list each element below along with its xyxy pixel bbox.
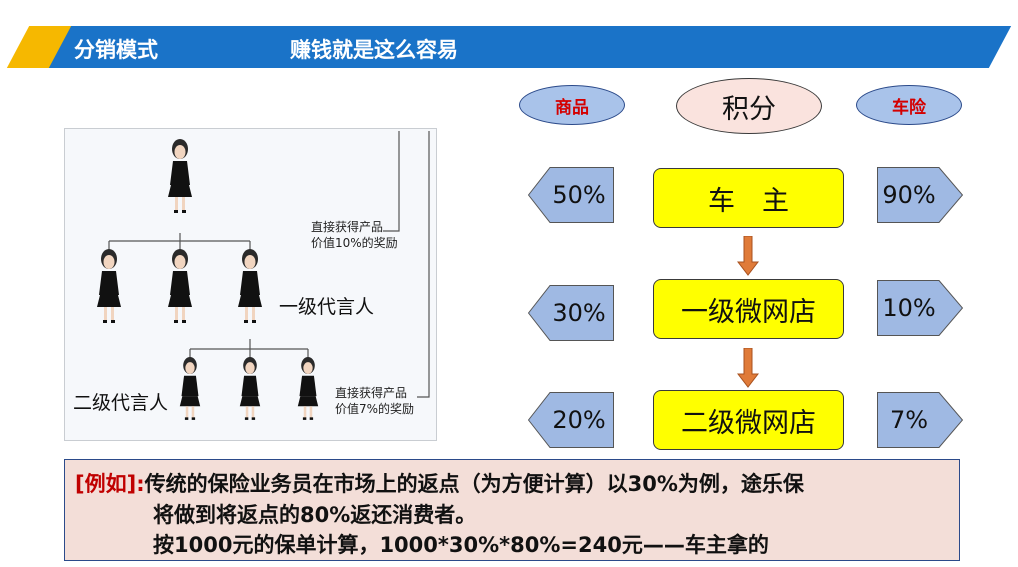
level-box-car-owner: 车 主 (653, 168, 844, 228)
oval-car-insurance: 车险 (856, 85, 962, 125)
right-percent-arrow-1: 90% (877, 167, 963, 223)
example-tag: [例如]: (75, 472, 145, 496)
example-line2: 将做到将返点的80%返还消费者。 (153, 503, 477, 527)
oval-points: 积分 (676, 78, 822, 134)
tree-lines (97, 131, 430, 420)
right-percent-arrow-3: 7% (877, 392, 963, 448)
left-percent-arrow-3: 20% (528, 392, 614, 448)
level1-spokesperson-label: 一级代言人 (279, 296, 375, 318)
reward-top-line2: 价值10%的奖励 (311, 236, 398, 250)
example-line3: 按1000元的保单计算，1000*30%*80%=240元——车主拿的 (153, 533, 769, 557)
header-bar (48, 26, 1012, 68)
reward-top-line1: 直接获得产品 (311, 220, 384, 234)
left-percent-label: 30% (552, 299, 606, 327)
reward-bottom-line1: 直接获得产品 (335, 386, 408, 400)
example-line1: 传统的保险业务员在市场上的返点（为方便计算）以30%为例，途乐保 (144, 472, 804, 496)
level-box-first-store: 一级微网店 (653, 279, 844, 339)
distribution-tree-image: 直接获得产品 价值10%的奖励 一级代言人 二级代言人 直接获得产品 价值7%的… (64, 128, 437, 441)
reward-bottom-line2: 价值7%的奖励 (335, 402, 415, 416)
right-percent-label: 10% (882, 294, 936, 322)
example-box: [例如]:传统的保险业务员在市场上的返点（为方便计算）以30%为例，途乐保 将做… (64, 459, 960, 561)
header-title: 分销模式 (74, 38, 158, 62)
level-box-second-store: 二级微网店 (653, 390, 844, 450)
left-percent-arrow-1: 50% (528, 167, 614, 223)
right-percent-arrow-2: 10% (877, 280, 963, 336)
header-slogan: 赚钱就是这么容易 (290, 38, 458, 62)
left-percent-arrow-2: 30% (528, 285, 614, 341)
left-percent-label: 20% (552, 406, 606, 434)
down-arrow-icon (736, 347, 760, 388)
oval-goods: 商品 (519, 85, 625, 125)
left-percent-label: 50% (552, 181, 606, 209)
down-arrow-icon (736, 235, 760, 276)
level2-spokesperson-label: 二级代言人 (73, 392, 169, 414)
right-percent-label: 90% (882, 181, 936, 209)
right-percent-label: 7% (889, 406, 929, 434)
